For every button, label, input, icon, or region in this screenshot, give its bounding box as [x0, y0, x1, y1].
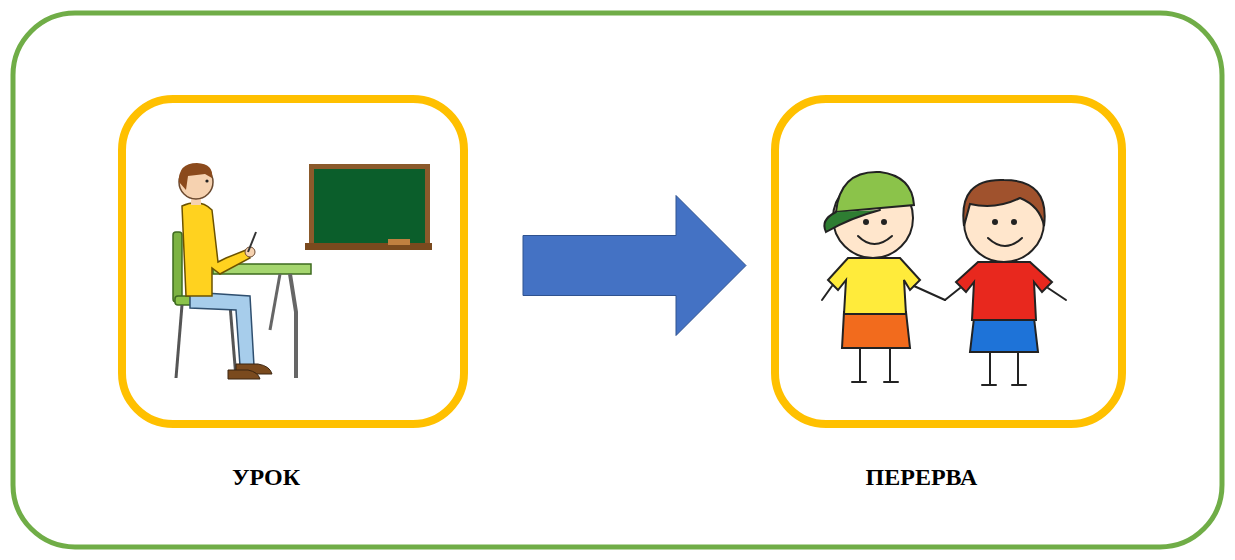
chalkboard — [314, 169, 425, 243]
smile — [858, 236, 892, 244]
pants — [190, 292, 254, 366]
break-illustration — [822, 172, 1066, 385]
shirt — [182, 203, 250, 296]
cap-brim — [824, 210, 880, 232]
shirt — [828, 258, 920, 314]
eye — [863, 219, 869, 225]
cap — [836, 172, 914, 212]
shorts — [842, 312, 910, 348]
board-frame — [309, 164, 430, 248]
picture-card: ПЕРЕРВА — [771, 95, 1126, 428]
shirt — [956, 262, 1052, 320]
chair-leg — [176, 305, 182, 378]
desk-leg — [290, 274, 296, 378]
eraser — [388, 239, 410, 245]
eye — [1011, 219, 1017, 225]
desk-top — [213, 264, 311, 274]
lesson-illustration — [173, 163, 432, 379]
hair — [179, 163, 212, 190]
picture-card: УРОК — [118, 95, 468, 428]
chair-leg — [230, 305, 236, 378]
card-caption: УРОК — [99, 464, 433, 491]
shorts — [970, 318, 1038, 352]
pencil — [248, 232, 256, 252]
arm — [914, 286, 945, 300]
hair — [963, 180, 1044, 226]
block-arrow — [523, 196, 746, 336]
leg — [859, 345, 861, 382]
hand — [245, 247, 255, 257]
head — [179, 165, 213, 199]
foot — [982, 384, 996, 386]
shoe — [228, 370, 260, 379]
shoe — [236, 364, 272, 374]
smile — [988, 238, 1022, 246]
head — [964, 182, 1044, 262]
desk-leg — [270, 274, 280, 330]
board-ledge — [305, 243, 432, 250]
arm — [945, 288, 960, 300]
head — [833, 178, 913, 258]
neck — [191, 195, 201, 205]
chair-seat — [175, 296, 237, 305]
foot — [884, 381, 898, 383]
arm — [1048, 288, 1066, 300]
leg — [1017, 350, 1019, 385]
foot — [852, 381, 866, 383]
foot — [1012, 384, 1026, 386]
eye — [881, 219, 887, 225]
arm — [822, 286, 832, 300]
card-caption: ПЕРЕРВА — [752, 464, 1091, 491]
eye — [205, 179, 208, 182]
leg — [989, 350, 991, 385]
eye — [992, 219, 998, 225]
outer-frame — [13, 13, 1222, 547]
leg — [889, 345, 891, 382]
chair-back — [173, 232, 182, 302]
